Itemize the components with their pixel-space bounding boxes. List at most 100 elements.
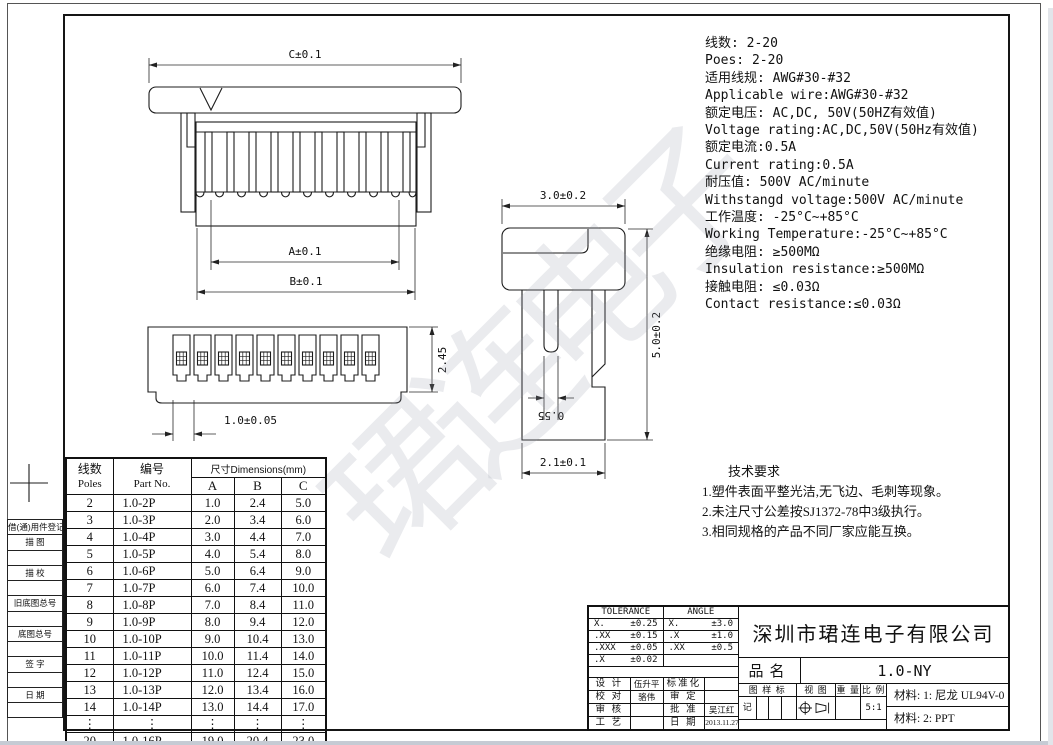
tol-label: .XX: [594, 631, 611, 641]
product-name-label: 品名: [739, 658, 801, 683]
role-examine: 审 定: [664, 691, 706, 703]
margin-cell: 借(通)用件登记: [7, 519, 63, 536]
dim-label-side-width: 3.0±0.2: [540, 189, 586, 202]
angle-value: ±3.0: [711, 619, 733, 629]
margin-cell: 描 图: [7, 534, 63, 551]
proofreader-name: 骆伟: [631, 691, 664, 703]
spec-line: Poes: 2-20: [705, 53, 784, 69]
spec-line: Applicable wire:AWG#30-#32: [705, 88, 909, 104]
spec-line: 额定电流:0.5A: [705, 140, 797, 156]
mark-cell: [757, 697, 770, 719]
date-label: 日 期: [664, 717, 706, 729]
tol-label: X.: [594, 619, 605, 629]
col-dimensions: 尺寸Dimensions(mm): [190, 457, 327, 478]
material-2: 材料: 2: PPT: [894, 713, 955, 725]
first-angle-projection-icon: [798, 701, 830, 715]
mark-cell: [782, 697, 796, 719]
tol-value: ±0.05: [630, 643, 658, 653]
angle-value: ±1.0: [711, 631, 733, 641]
polarity-notch: [199, 87, 223, 112]
spec-line: Working Temperature:-25°C~+85°C: [705, 227, 948, 243]
scale-label: 比 例: [861, 685, 886, 695]
col-a: A: [190, 477, 235, 495]
dim-label-b: B±0.1: [289, 275, 322, 288]
col-poles-cn: 线数: [77, 462, 102, 476]
reviewer-name: [631, 704, 664, 716]
margin-cell: 描 校: [7, 564, 63, 581]
role-process: 工 艺: [589, 717, 631, 729]
spec-line: 耐压值: 500V AC/minute: [705, 175, 870, 191]
dim-label-a: A±0.1: [288, 245, 321, 258]
title-block-right: 深圳市珺连电子有限公司 品名 1.0-NY 图 样 标 视 图 重 量 比 例 …: [739, 607, 1008, 729]
role-standardization: 标准化: [664, 678, 706, 690]
spec-block: 线数: 2-20 Poes: 2-20 适用线规: AWG#30-#32 App…: [705, 35, 979, 314]
margin-cell: [7, 549, 63, 566]
tech-note-item: 1.塑件表面平整光洁,无飞边、毛刺等现象。: [702, 484, 950, 499]
dim-label-c: C±0.1: [288, 48, 321, 61]
scale-value: 5:1: [865, 703, 882, 713]
spec-line: Contact resistance:≤0.03Ω: [705, 297, 901, 313]
standardization-name: [705, 678, 738, 690]
tolerance-header: TOLERANCE: [589, 607, 664, 618]
table-row-ellipsis: ⋮⋮⋮⋮⋮: [65, 715, 327, 733]
dim-label-side-height: 5.0±0.2: [650, 312, 663, 358]
tech-note-item: 3.相同规格的产品不同厂家应能互换。: [702, 524, 920, 539]
page-edge-bottom: [0, 741, 1053, 745]
angle-label: .XX: [668, 643, 685, 653]
spec-line: Withstangd voltage:500V AC/minute: [705, 192, 964, 208]
role-approve: 批 准: [664, 704, 706, 716]
dim-label-slot: 0.55: [538, 409, 565, 422]
weight-value: [836, 697, 862, 719]
role-proofread: 校 对: [589, 691, 631, 703]
tolerance-and-signatures: TOLERANCE ANGLE X.±0.25 X.±3.0 .XX±0.15 …: [589, 607, 739, 729]
spec-line: Voltage rating:AC,DC,50V(50Hz有效值): [705, 123, 979, 139]
materials: 材料: 1: 尼龙 UL94V-0 材料: 2: PPT: [887, 684, 1008, 729]
margin-cell: [7, 610, 63, 627]
angle-label: X.: [668, 619, 680, 629]
role-design: 设 计: [589, 678, 631, 690]
col-b: B: [233, 477, 282, 495]
spec-line: 线数: 2-20: [705, 36, 778, 51]
spec-line: 接触电阻: ≤0.03Ω: [705, 279, 820, 295]
spec-line: Current rating:0.5A: [705, 157, 854, 173]
weight-label: 重 量: [836, 684, 862, 696]
spec-line: 工作温度: -25°C~+85°C: [705, 210, 859, 226]
dim-label-base: 2.1±0.1: [540, 456, 586, 469]
spec-line: 绝缘电阻: ≥500MΩ: [705, 244, 820, 260]
mark-cell: [769, 697, 782, 719]
angle-header: ANGLE: [687, 607, 715, 617]
process-name: [631, 717, 664, 729]
technical-requirements: 技术要求 1.塑件表面平整光洁,无飞边、毛刺等现象。 2.未注尺寸公差按SJ13…: [702, 462, 949, 542]
tol-value: ±0.25: [630, 619, 658, 629]
col-part-cn: 编号: [139, 462, 164, 476]
centering-cross-mark: [10, 464, 48, 502]
margin-cell: [7, 641, 63, 658]
examiner-name: [705, 691, 738, 703]
margin-cell: [7, 580, 63, 597]
drawing-frame: [63, 14, 1010, 731]
drawing-mark-label: 图 样 标: [739, 684, 797, 696]
page-edge-right: [1048, 8, 1053, 745]
side-view: 3.0±0.2 5.0±0.2 0.55 2.1±0.1: [501, 189, 663, 479]
margin-cell: [7, 702, 63, 719]
material-1: 材料: 1: 尼龙 UL94V-0: [887, 684, 1008, 707]
margin-cell: 签 字: [7, 656, 63, 673]
margin-cell: 日 期: [7, 686, 63, 703]
tol-value: ±0.15: [630, 631, 658, 641]
dim-label-pitch: 1.0±0.05: [224, 414, 277, 427]
margin-cell: [7, 671, 63, 688]
product-name-value: 1.0-NY: [877, 661, 932, 680]
tol-label: .X: [594, 655, 605, 665]
front-view: C±0.1 A±0.1 B±0.1: [148, 48, 462, 300]
bottom-view: 2.45 1.0±0.05: [147, 326, 449, 441]
tech-note-item: 2.未注尺寸公差按SJ1372-78中3级执行。: [702, 504, 930, 519]
